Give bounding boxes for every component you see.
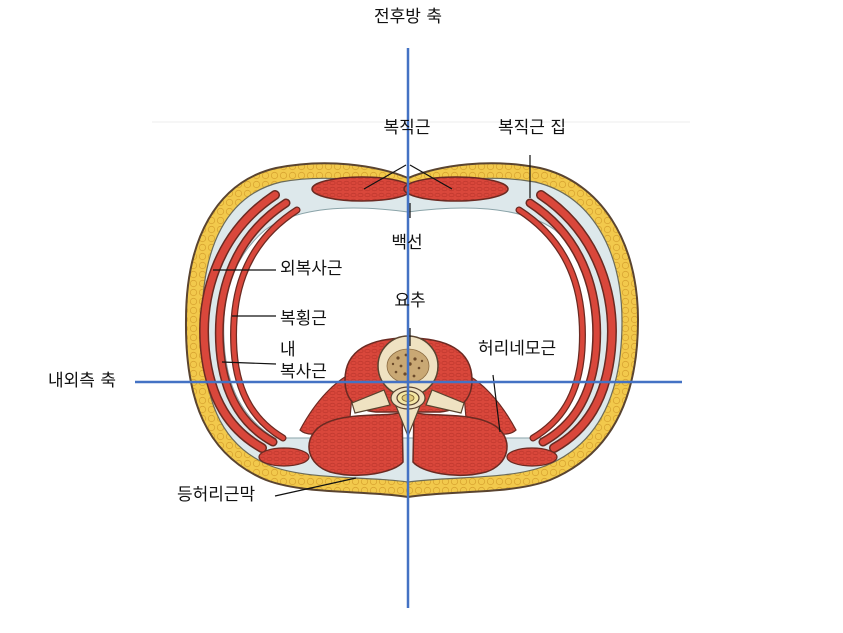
left-erector-spinae [308, 410, 404, 476]
leader-thoracolumbar-fascia [274, 477, 357, 497]
left-rectus-abdominis [311, 176, 413, 202]
leader-quadratus [492, 374, 501, 433]
label-lumbar-vertebra: 요추 [394, 291, 426, 311]
label-ap-axis: 전후방 축 [374, 7, 442, 27]
leader-rectus-left [363, 164, 407, 190]
left-external-oblique [200, 191, 279, 452]
left-internal-oblique [216, 200, 289, 445]
leader-lines [213, 155, 531, 497]
leader-internal-oblique [221, 361, 277, 365]
right-lateral-abdominal-muscles [515, 190, 617, 453]
label-quadratus-lumborum: 허리네모근 [478, 339, 557, 359]
right-rectus-abdominis [403, 176, 509, 202]
label-external-oblique: 외복사근 [280, 259, 343, 279]
label-transversus-abdominis: 복횡근 [280, 309, 327, 329]
right-external-oblique [537, 191, 616, 452]
label-internal-oblique-line1: 내 [280, 340, 296, 360]
right-transversus [516, 207, 585, 441]
label-thoracolumbar-fascia: 등허리근막 [177, 485, 256, 505]
label-linea-alba: 백선 [391, 233, 423, 253]
label-ml-axis: 내외측 축 [48, 371, 116, 391]
right-erector-spinae [412, 410, 508, 476]
abdominal-cavity [223, 207, 597, 439]
right-lower-lateral-muscle [506, 447, 558, 467]
left-transversus [231, 207, 300, 441]
label-rectus-abdominis: 복직근 [383, 118, 431, 138]
right-transverse-process [425, 389, 465, 414]
label-rectus-sheath: 복직근 집 [498, 118, 566, 138]
left-transverse-process [351, 389, 391, 414]
leader-rectus-right [409, 164, 453, 190]
bone-texture [391, 353, 424, 378]
right-internal-oblique [527, 200, 600, 445]
label-internal-oblique-line2: 복사근 [280, 362, 327, 382]
left-lateral-abdominal-muscles [199, 190, 301, 453]
left-lower-lateral-muscle [258, 447, 310, 467]
